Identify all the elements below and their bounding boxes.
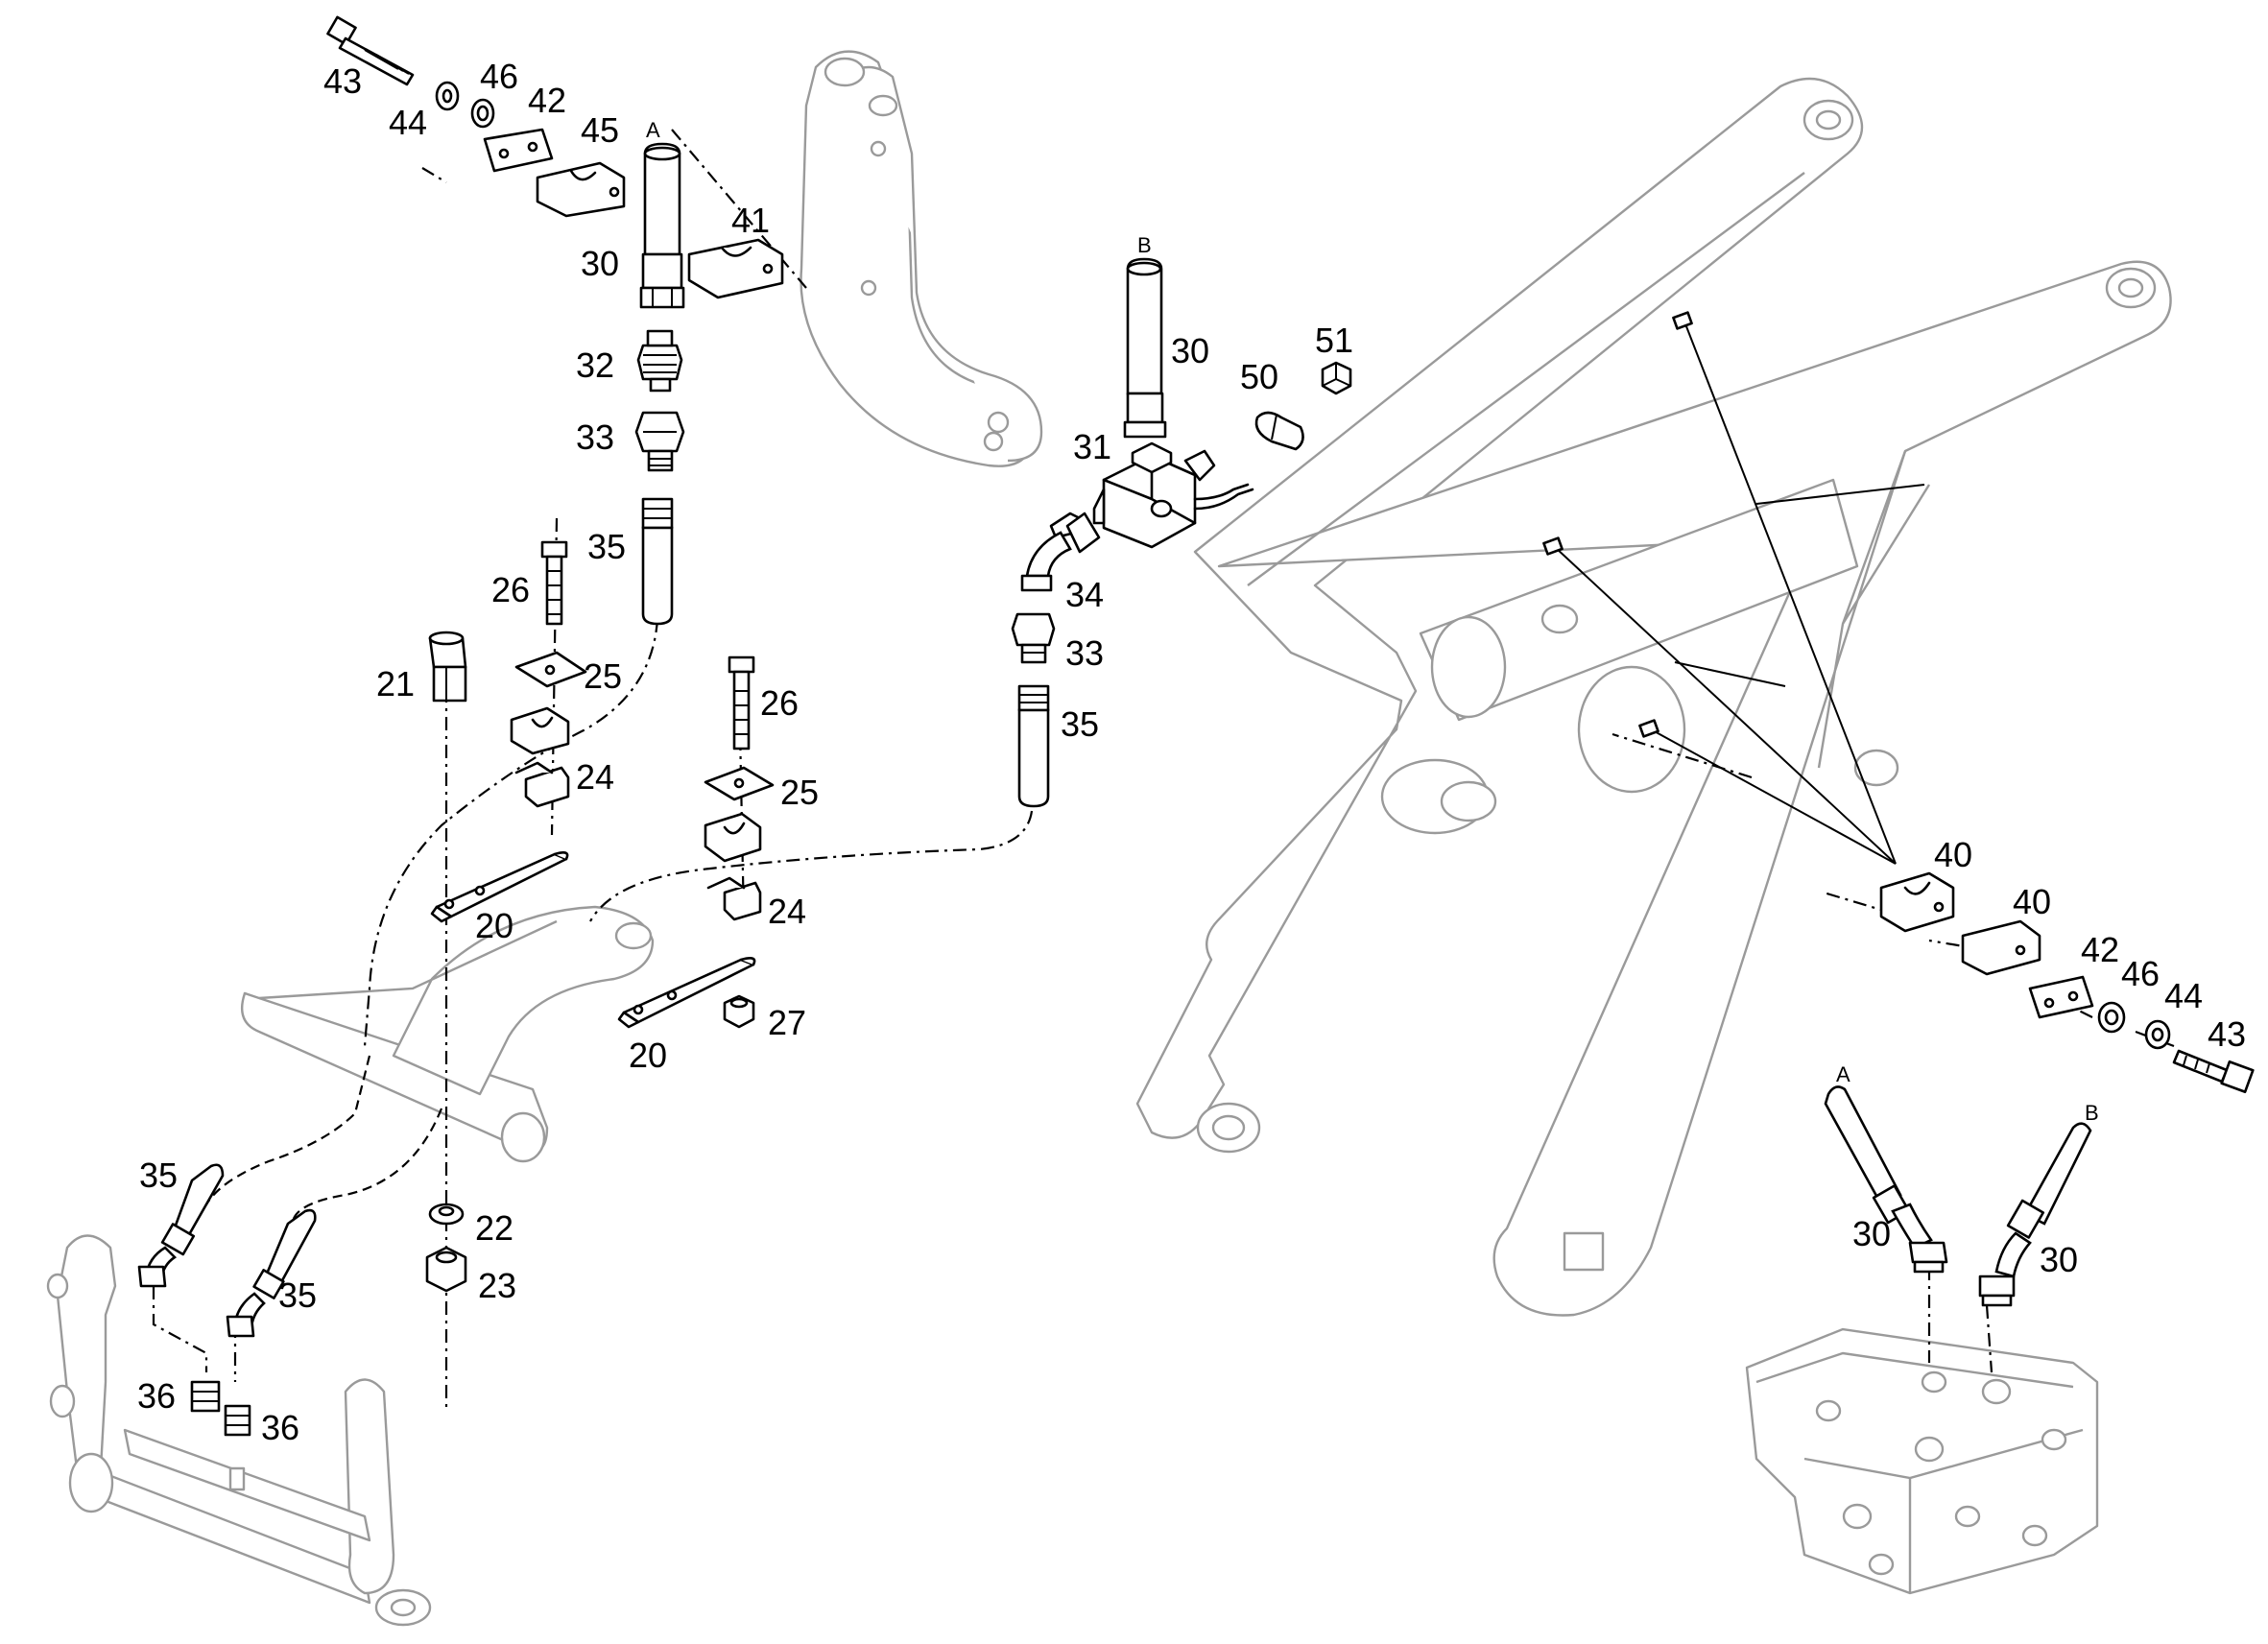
label-connector-a-bottom: A <box>1836 1062 1850 1086</box>
label-33-a: 33 <box>576 417 614 457</box>
hose-35-a <box>641 497 674 626</box>
clamp-41 <box>687 238 784 299</box>
label-43-top: 43 <box>323 61 362 101</box>
label-35-a: 35 <box>587 527 626 566</box>
label-46-top: 46 <box>480 57 518 96</box>
label-21: 21 <box>376 664 415 703</box>
hose-35-c <box>137 1163 225 1288</box>
label-26-b: 26 <box>760 683 799 723</box>
label-43-bottom: 43 <box>2208 1014 2246 1054</box>
washer-46-bottom <box>2097 1001 2126 1034</box>
label-24-b: 24 <box>768 892 806 931</box>
label-connector-b-bottom: B <box>2085 1101 2099 1125</box>
label-35-d: 35 <box>278 1275 317 1315</box>
label-40-b: 40 <box>2013 882 2051 921</box>
clamp-40-b <box>1961 919 2041 976</box>
label-35-c: 35 <box>139 1156 178 1195</box>
label-35-b: 35 <box>1061 704 1099 744</box>
label-44-bottom: 44 <box>2164 976 2203 1015</box>
label-27: 27 <box>768 1003 806 1042</box>
nut-27 <box>723 994 755 1029</box>
hose-30-a <box>639 142 685 309</box>
label-51: 51 <box>1315 321 1353 360</box>
label-41: 41 <box>731 201 770 240</box>
loader-boom-frame <box>1135 77 2172 1317</box>
label-30-a: 30 <box>581 244 619 283</box>
clamp-40-a <box>1879 871 1955 933</box>
washer-22 <box>428 1203 465 1226</box>
label-40-a: 40 <box>1934 835 1972 874</box>
control-valve-frame <box>1745 1327 2099 1595</box>
label-33-b: 33 <box>1065 633 1104 673</box>
label-20-a: 20 <box>475 906 513 945</box>
hose-35-d <box>226 1208 317 1338</box>
clamp-45 <box>536 161 626 218</box>
washer-46-top <box>470 98 495 129</box>
hose-35-b <box>1017 684 1050 808</box>
clamp-half-24-a-upper <box>510 706 570 755</box>
plate-25-b <box>704 766 775 801</box>
label-34: 34 <box>1065 575 1104 614</box>
clamp-half-24-b-lower <box>706 876 762 921</box>
clamp-half-24-a-lower <box>514 761 570 808</box>
label-26-a: 26 <box>491 570 530 609</box>
bolt-21 <box>428 631 467 703</box>
nut-51 <box>1321 361 1352 395</box>
label-46-bottom: 46 <box>2121 954 2160 993</box>
label-36-a: 36 <box>137 1376 176 1416</box>
label-connector-a-top: A <box>646 118 660 142</box>
clamp-half-24-b-upper <box>704 812 762 863</box>
bolt-26-a <box>540 540 568 626</box>
cylinder-bracket-frame <box>46 1234 432 1627</box>
part-40-leader-lines <box>1542 311 1925 865</box>
fitting-32 <box>636 329 683 393</box>
label-23: 23 <box>478 1266 516 1305</box>
label-30-b: 30 <box>1171 331 1209 370</box>
bracket-20-a <box>430 851 569 923</box>
plate-25-a <box>514 651 587 688</box>
label-connector-b-top: B <box>1137 233 1152 257</box>
label-25-a: 25 <box>584 656 622 696</box>
label-20-b: 20 <box>629 1036 667 1075</box>
washer-44-bottom <box>2144 1019 2171 1050</box>
part-labels: 43 44 46 42 45 41 A B 30 30 32 33 35 51 … <box>137 57 2246 1447</box>
washer-44-top <box>435 81 460 111</box>
label-45: 45 <box>581 110 619 150</box>
label-50: 50 <box>1240 357 1278 396</box>
label-42-bottom: 42 <box>2081 930 2119 969</box>
cap-50 <box>1254 411 1304 451</box>
cross-tube-frame <box>240 905 655 1163</box>
nut-23 <box>425 1246 467 1293</box>
bracket-20-b <box>617 957 756 1029</box>
label-32: 32 <box>576 345 614 385</box>
fitting-33-b <box>1011 612 1056 664</box>
hose-30-d <box>1978 1122 2092 1307</box>
fitting-36-b <box>224 1404 251 1437</box>
label-30-c: 30 <box>1852 1214 1891 1253</box>
label-44-top: 44 <box>389 103 427 142</box>
label-30-d: 30 <box>2040 1240 2078 1279</box>
label-22: 22 <box>475 1208 513 1248</box>
fitting-36-a <box>190 1380 221 1413</box>
label-25-b: 25 <box>780 773 819 812</box>
label-42-top: 42 <box>528 81 566 120</box>
plate-42-bottom <box>2028 975 2094 1019</box>
plate-42-top <box>483 128 554 173</box>
tee-block-31 <box>1092 441 1254 549</box>
lift-arm-bracket-frame <box>800 50 1043 467</box>
label-31: 31 <box>1073 427 1111 466</box>
bolt-43-top <box>326 15 415 86</box>
hose-30-b <box>1123 257 1167 439</box>
fitting-33-a <box>634 411 685 472</box>
bolt-26-b <box>728 655 755 751</box>
bolt-43-bottom <box>2172 1049 2255 1094</box>
label-36-b: 36 <box>261 1408 299 1447</box>
label-24-a: 24 <box>576 757 614 797</box>
elbow-34 <box>1020 512 1101 592</box>
hose-30-c <box>1824 1085 1948 1274</box>
